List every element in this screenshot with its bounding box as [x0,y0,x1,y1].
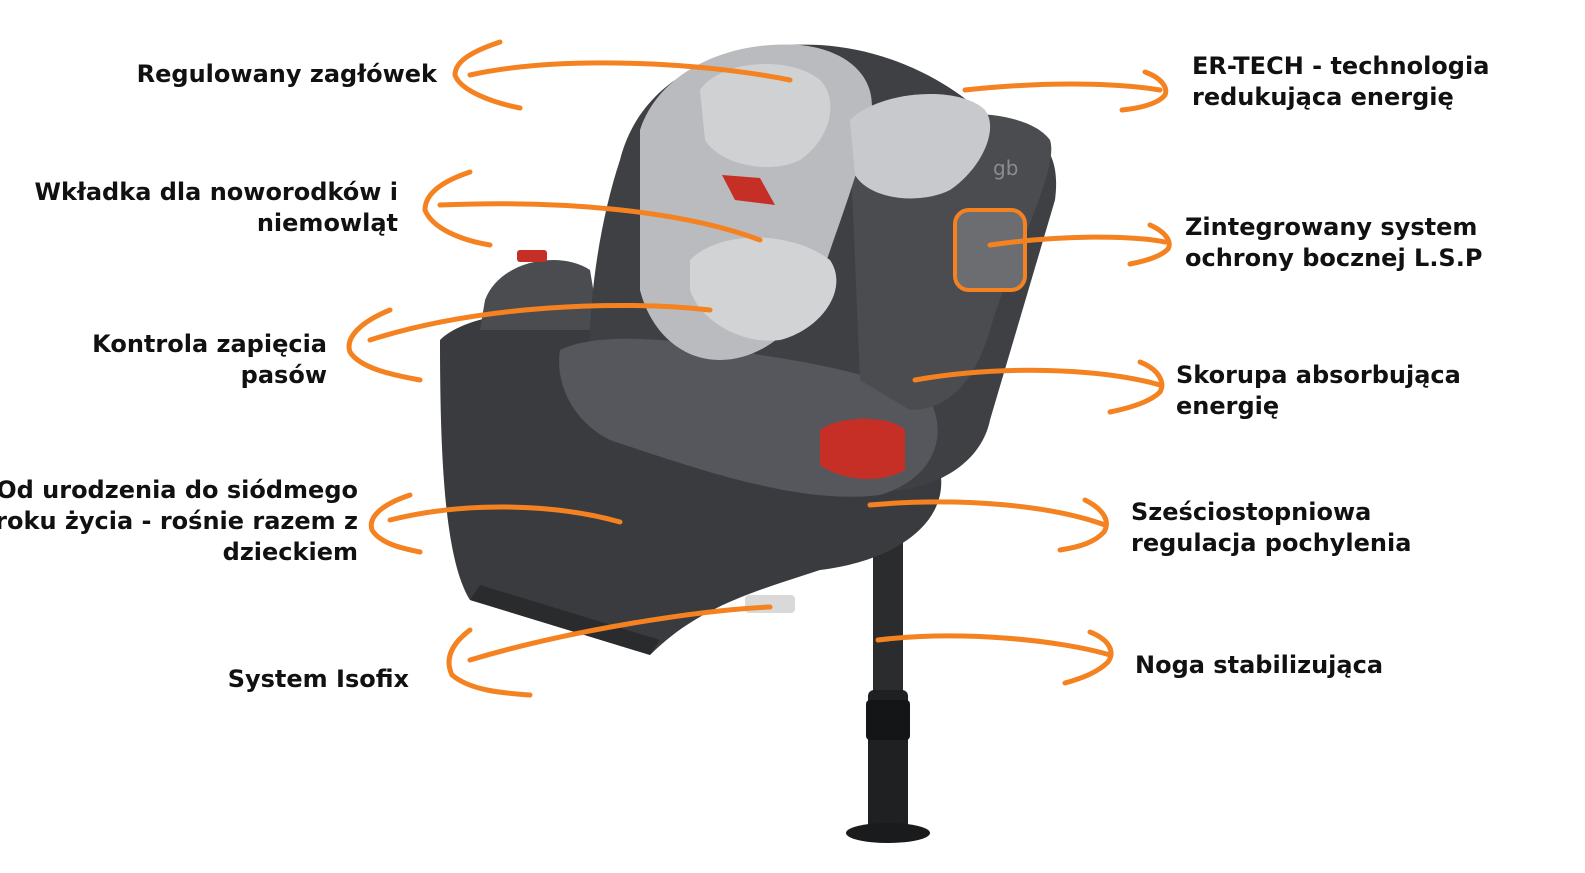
label-harness-check: Kontrola zapięcia pasów [92,330,327,389]
label-absorbing-shell: Skorupa absorbująca energię [1176,361,1461,420]
brand-logo: gb [993,156,1018,180]
harness-buckle [820,418,905,480]
label-er-tech: ER-TECH - technologia redukująca energię [1192,52,1490,111]
label-recline: Sześciostopniowa regulacja pochylenia [1131,498,1412,557]
label-adjustable-headrest: Regulowany zagłówek [136,60,437,88]
label-lsp: Zintegrowany system ochrony bocznej L.S.… [1185,213,1483,272]
seat-shell: gb [559,44,1057,497]
lsp-module [953,208,1027,292]
label-support-leg: Noga stabilizująca [1135,651,1384,679]
label-isofix: System Isofix [227,665,409,693]
callout-arrows-left [346,39,793,698]
support-leg [846,505,930,843]
callout-arrows-right [867,69,1172,686]
label-birth-to-seven: Od urodzenia do siódmego roku życia - ro… [0,476,358,566]
label-newborn-insert: Wkładka dla noworodków i niemowląt [34,178,398,237]
isofix-base [440,250,942,655]
